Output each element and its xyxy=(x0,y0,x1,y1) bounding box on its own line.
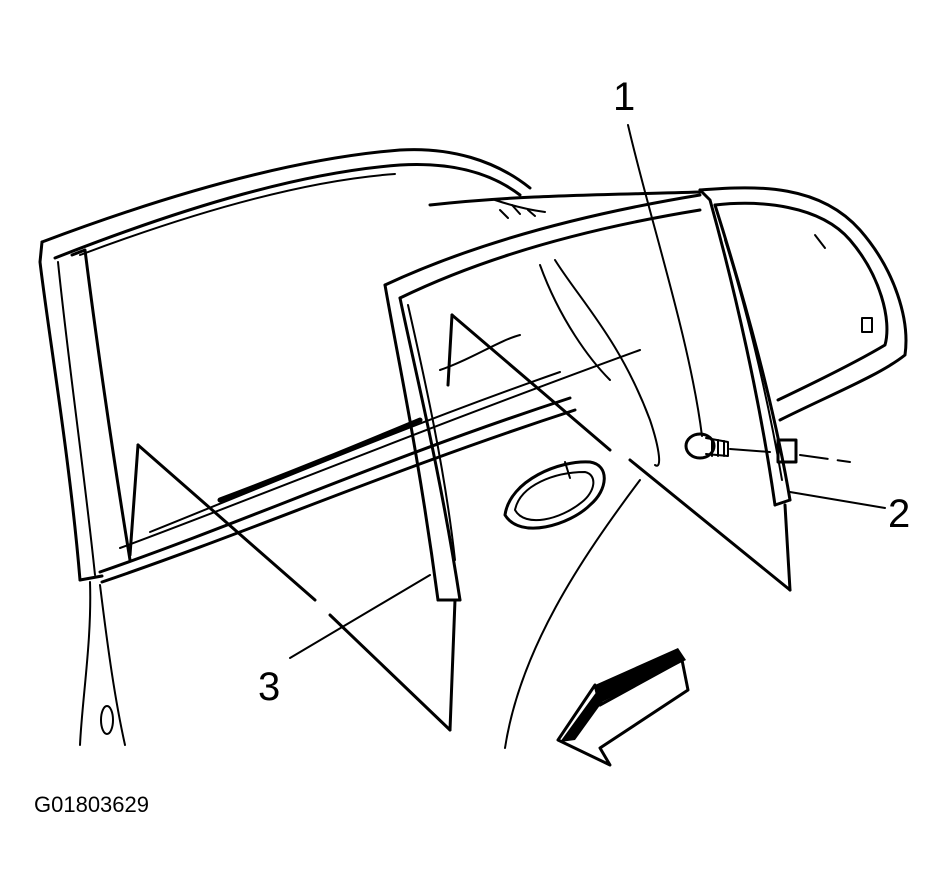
screw-fastener xyxy=(684,432,771,460)
direction-arrow-icon xyxy=(556,648,690,767)
figure-id: G01803629 xyxy=(34,792,149,817)
quarter-window-frame xyxy=(698,186,908,507)
callout-1-label: 1 xyxy=(613,75,635,119)
callout-3-label: 3 xyxy=(258,665,280,709)
body-contours xyxy=(494,199,641,749)
rear-door-frame xyxy=(383,190,702,602)
front-door-frame xyxy=(38,148,532,746)
beltline-moulding xyxy=(98,349,641,584)
retainer-bracket xyxy=(776,438,851,464)
callout-leaders xyxy=(289,124,886,659)
door-handle xyxy=(503,460,606,530)
triangle-indicators xyxy=(128,313,792,732)
callout-2-label: 2 xyxy=(888,492,910,536)
